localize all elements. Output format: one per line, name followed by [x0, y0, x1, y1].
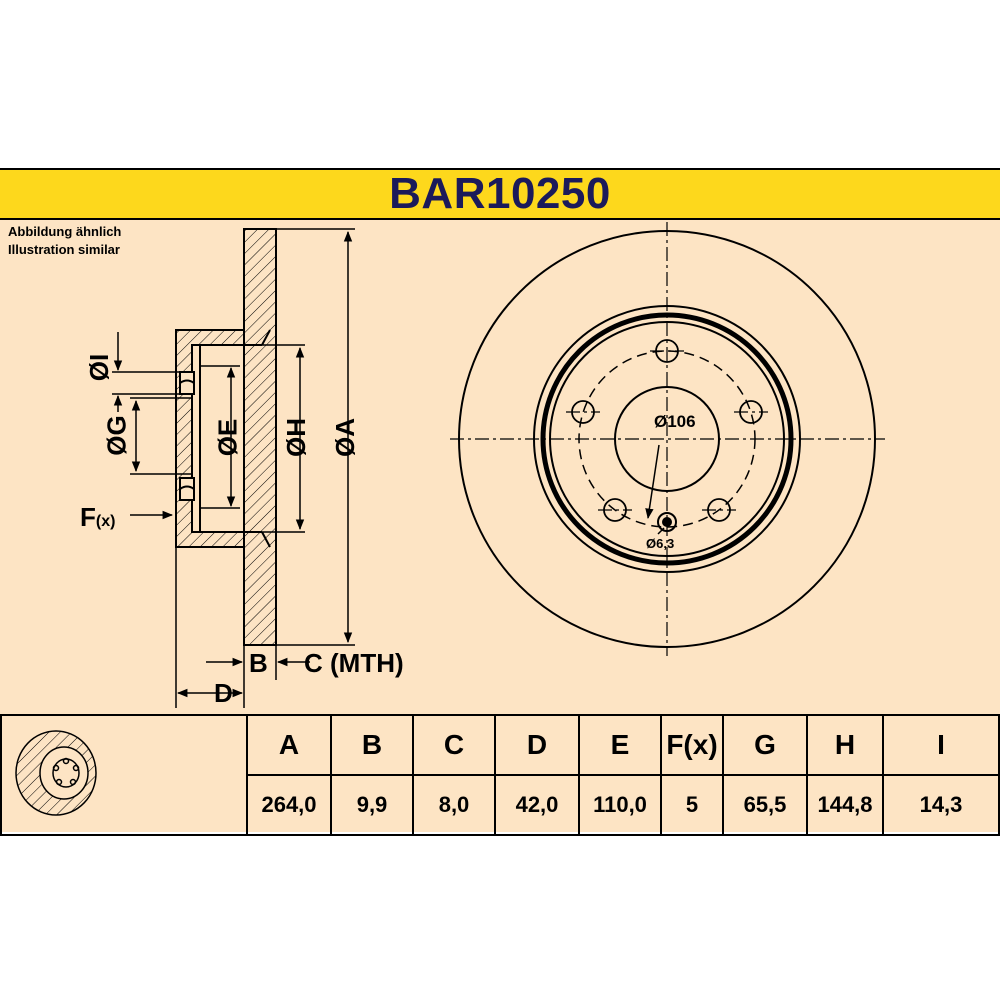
table-header-A: A [246, 714, 332, 776]
dim-label-D: D [214, 678, 233, 708]
table-value-B: 9,9 [330, 774, 414, 836]
table-header-D: D [494, 714, 580, 776]
dim-label-I: ØI [84, 353, 115, 382]
table-value-F: 5 [660, 774, 724, 836]
table-header-G: G [722, 714, 808, 776]
table-value-G: 65,5 [722, 774, 808, 836]
dimension-table: A B C D E F(x) G H I 264,0 9,9 8,0 42,0 … [0, 714, 1000, 836]
table-header-B: B [330, 714, 414, 776]
part-number-title: BAR10250 [389, 169, 611, 218]
table-value-E: 110,0 [578, 774, 662, 836]
dim-label-G: ØG [101, 415, 132, 456]
table-value-A: 264,0 [246, 774, 332, 836]
center-lines [450, 222, 885, 656]
table-header-row: A B C D E F(x) G H I [0, 714, 1000, 836]
disc-friction-ring [243, 228, 277, 646]
dim-label-A: ØA [330, 418, 360, 457]
dim-label-E: ØE [212, 418, 243, 457]
table-row: 264,0 9,9 8,0 42,0 110,0 5 65,5 144,8 14… [1, 774, 1000, 836]
dim-label-C: C (MTH) [304, 648, 404, 678]
dim-label-F: F(x) [80, 502, 116, 532]
table-header-C: C [412, 714, 496, 776]
center-bore-label: Ø106 [654, 412, 696, 431]
table-header-F: F(x) [660, 714, 724, 776]
note-line-en: Illustration similar [8, 242, 120, 257]
thumbnail-cell [0, 714, 248, 836]
hole-diameter-label: Ø6,3 [646, 536, 675, 551]
table-header-E: E [578, 714, 662, 776]
table-value-D: 42,0 [494, 774, 580, 836]
table-value-H: 144,8 [806, 774, 884, 836]
dim-label-H: ØH [281, 418, 311, 457]
table-header-H: H [806, 714, 884, 776]
table-header-I: I [882, 714, 1000, 776]
table-value-I: 14,3 [882, 774, 1000, 836]
note-line-de: Abbildung ähnlich [8, 224, 122, 239]
table-value-C: 8,0 [412, 774, 496, 836]
title-bar [0, 168, 1000, 220]
cross-section-view [175, 228, 277, 646]
dim-label-B: B [249, 648, 268, 678]
